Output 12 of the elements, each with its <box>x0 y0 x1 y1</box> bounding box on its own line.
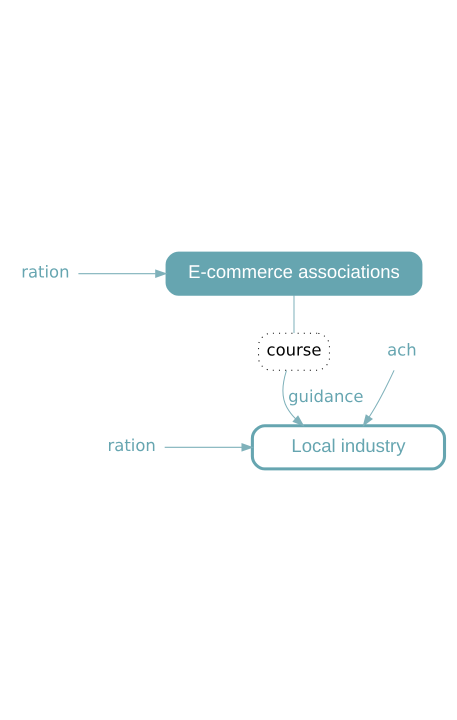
arrow <box>164 442 254 452</box>
node-box: course <box>258 332 330 370</box>
node-box: E-commerce associations <box>166 251 422 296</box>
connector <box>293 294 294 333</box>
node-text: ration <box>108 436 156 455</box>
arrow <box>78 268 168 278</box>
node-box: Local industry <box>250 424 446 470</box>
arrow <box>362 370 395 426</box>
node-text: ration <box>21 262 70 282</box>
edge-label: guidance <box>288 386 364 406</box>
node-text: ach <box>387 340 417 360</box>
arrow <box>282 370 304 426</box>
